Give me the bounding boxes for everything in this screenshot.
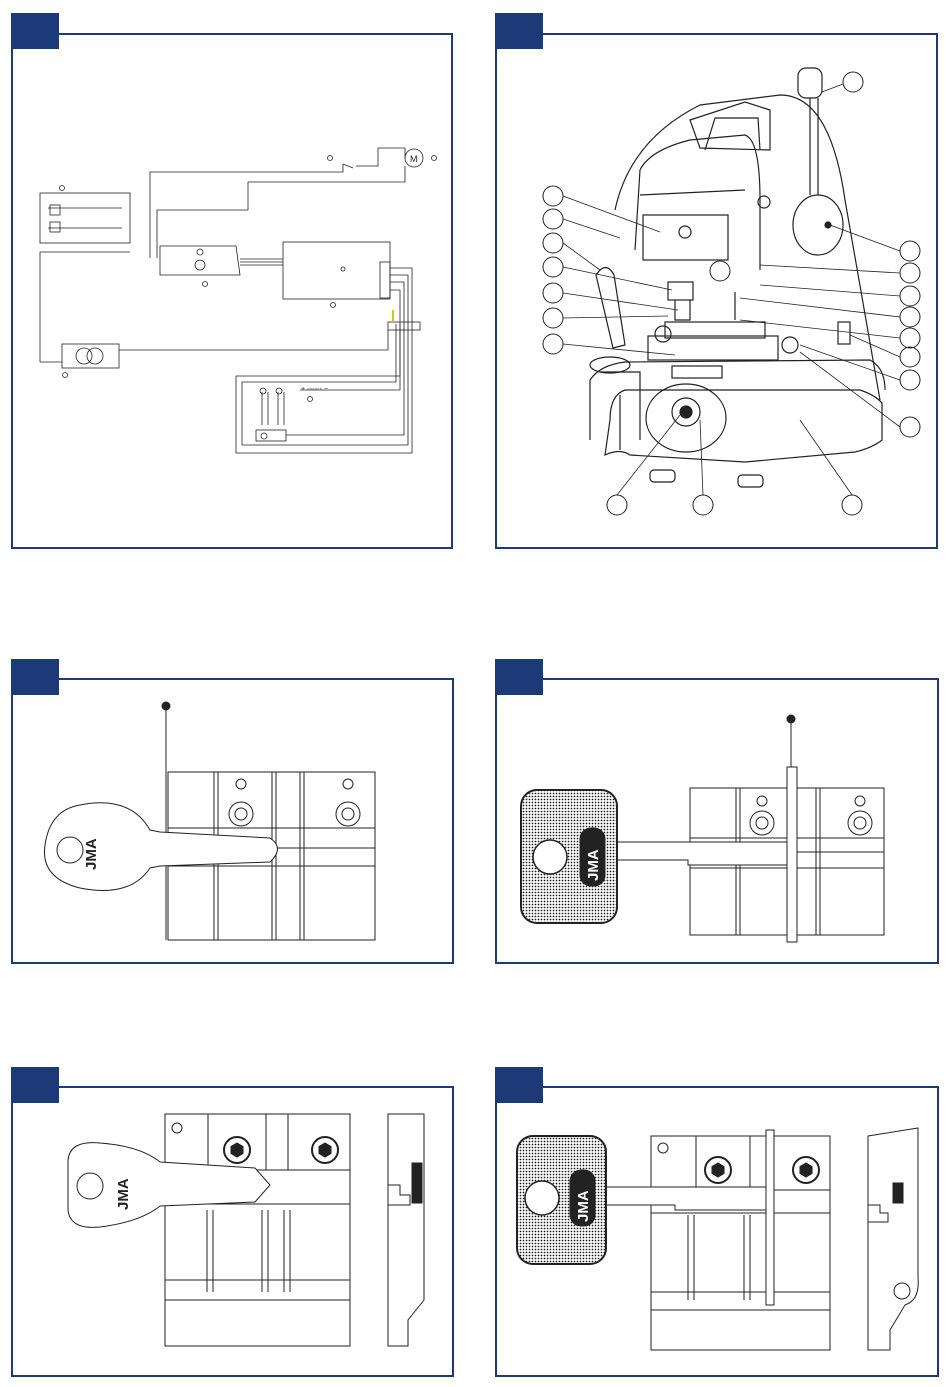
clamp-head-key-side: JMA (517, 1128, 918, 1350)
tracer-handle (596, 268, 625, 349)
wiring-diagram: M (40, 148, 437, 453)
key-brand-label: JMA (115, 1178, 132, 1210)
motor-label: M (410, 154, 418, 164)
machine-head (615, 95, 880, 400)
flat-key (44, 803, 277, 891)
clamp-side-profile (388, 1114, 424, 1346)
clamp-head-key: JMA (521, 715, 884, 942)
circuit-board (283, 242, 390, 299)
key-blade (615, 842, 787, 865)
key-brand-label: JMA (585, 849, 602, 881)
filter-box (40, 193, 130, 243)
svg-text:+ ◦◦◦◦◦◦ −: + ◦◦◦◦◦◦ − (301, 386, 328, 393)
clamp-side-profile (868, 1128, 918, 1350)
machine-overview (543, 68, 920, 515)
key-blade (605, 1187, 766, 1210)
control-box (160, 246, 240, 275)
transformer (62, 344, 119, 368)
key-brand-label: JMA (83, 838, 100, 870)
key-brand-label: JMA (575, 1190, 592, 1222)
handwheel (793, 195, 843, 255)
clamp-flat-key: JMA (44, 702, 375, 940)
clamp-flat-key-side: JMA (68, 1114, 424, 1346)
